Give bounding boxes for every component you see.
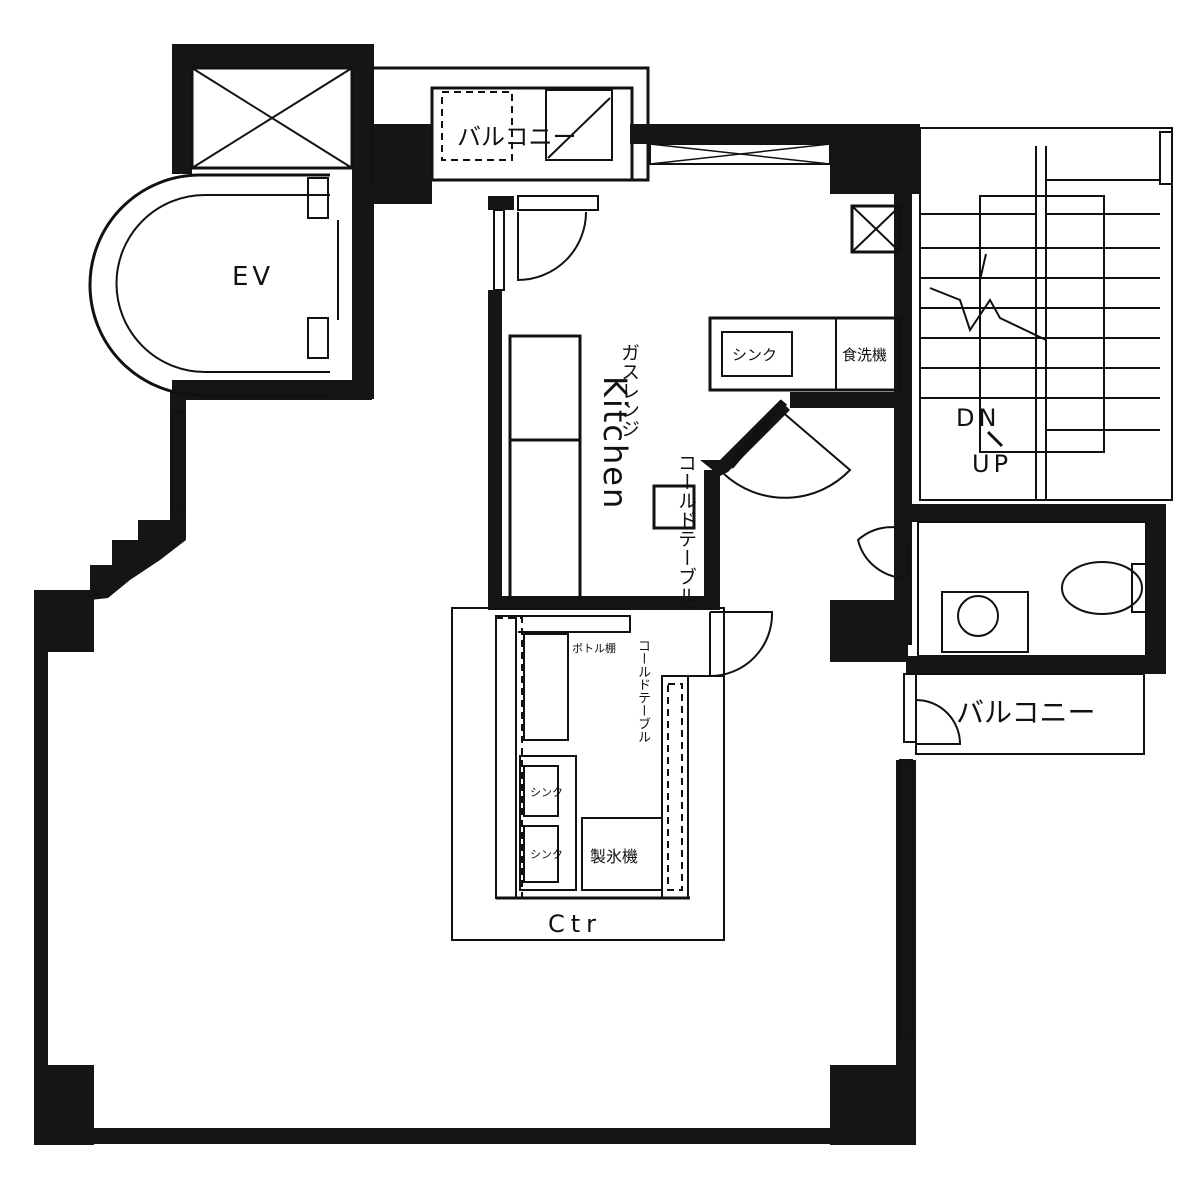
staircase (919, 127, 1173, 501)
bar-counter (451, 607, 774, 941)
sink-kitchen-label: シンク (732, 346, 777, 364)
balcony-right-label: バルコニー (956, 696, 1095, 729)
elevator-block (88, 44, 374, 400)
outer-walls (34, 390, 916, 1145)
balcony-right (899, 673, 1145, 1041)
sink-counter-1-label: シンク (530, 786, 563, 799)
toilet-room (856, 504, 1166, 674)
balcony-top (370, 66, 920, 204)
ev-label: EV (232, 262, 274, 292)
kitchen-room (488, 140, 912, 645)
bottle-shelf-label: ボトル棚 (572, 641, 616, 655)
left-window (171, 411, 185, 513)
dishwasher-label: 食洗機 (842, 346, 887, 364)
kitchen-label: Kitchen (596, 376, 634, 510)
ice-maker-label: 製氷機 (590, 847, 638, 866)
stairs-up-label: UP (972, 450, 1012, 478)
stairs-dn-label: DN (956, 404, 1000, 432)
counter-label: Ctr (548, 910, 602, 938)
sink-counter-2-label: シンク (530, 848, 563, 861)
balcony-top-label: バルコニー (457, 123, 577, 151)
